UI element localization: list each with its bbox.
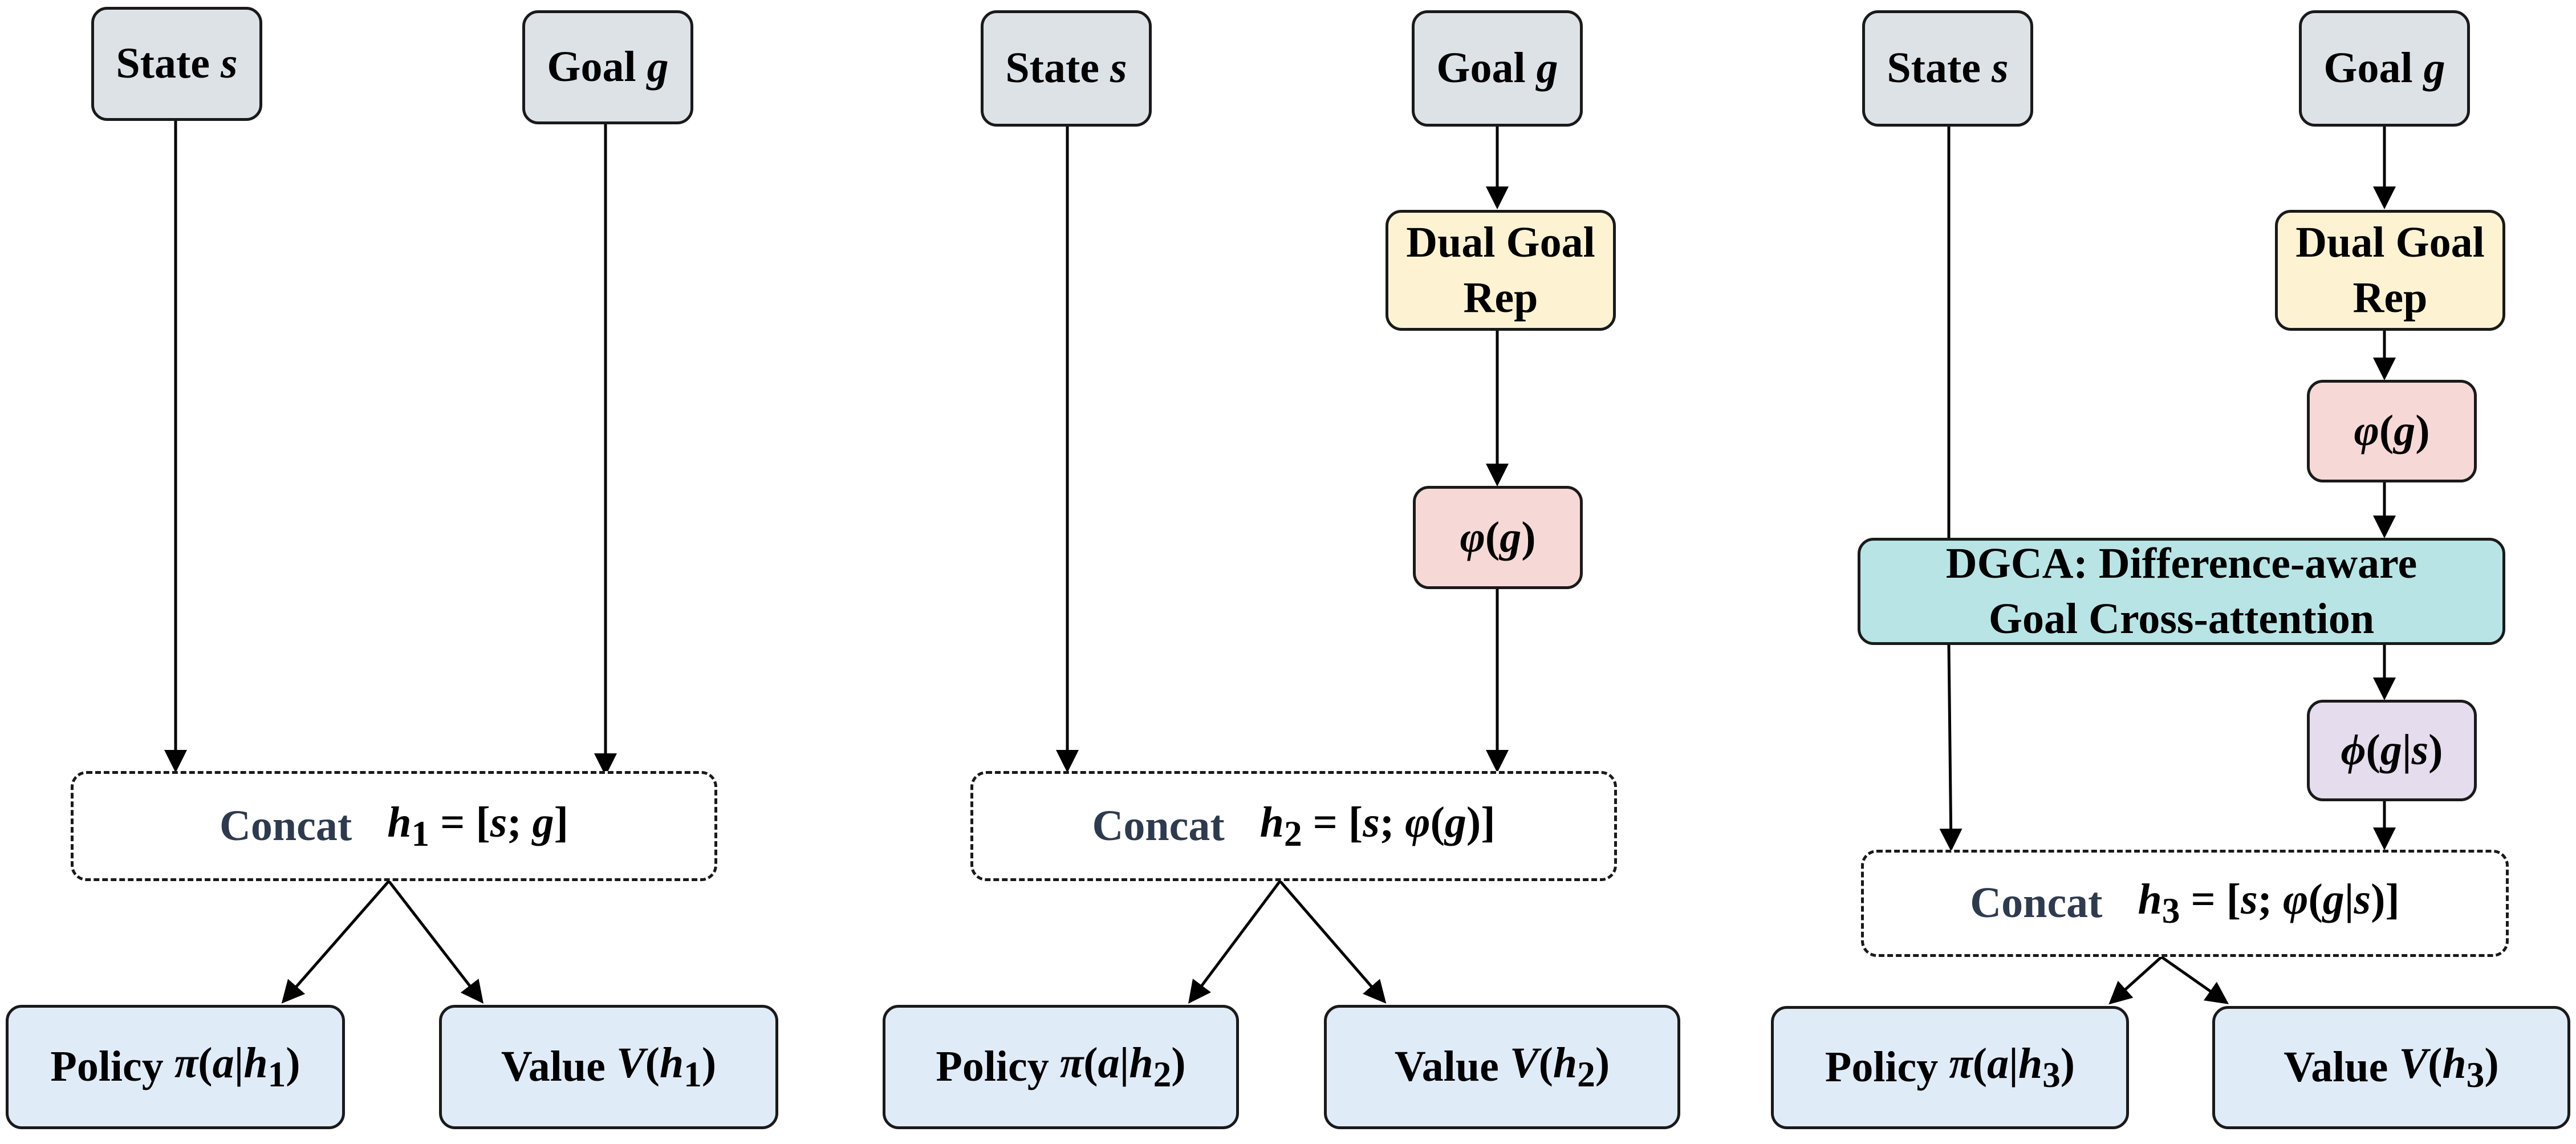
policy-formula-3: π(a|h3) bbox=[1949, 1040, 2075, 1096]
goal-node-2: Goal g bbox=[1412, 10, 1583, 127]
policy-formula-2: π(a|h2) bbox=[1059, 1039, 1186, 1095]
value-node-3: Value V(h3) bbox=[2212, 1006, 2570, 1129]
concat-node-1: Concat h1 = [s; g] bbox=[71, 771, 717, 881]
concat-node-3: Concat h3 = [s; φ(g|s)] bbox=[1861, 850, 2509, 957]
concat-formula-1: h1 = [s; g] bbox=[387, 798, 568, 854]
arrow-concat-to-policy-1 bbox=[281, 880, 390, 1004]
value-node-1: Value V(h1) bbox=[439, 1005, 778, 1129]
arrow-concat-to-policy-3 bbox=[2108, 956, 2163, 1005]
state-node-2: State s bbox=[981, 10, 1152, 127]
arrow-concat-to-policy-2 bbox=[1188, 880, 1282, 1004]
goal-node-3: Goal g bbox=[2299, 10, 2470, 127]
concat-formula-2: h2 = [s; φ(g)] bbox=[1259, 798, 1496, 854]
state-node-3: State s bbox=[1862, 10, 2033, 127]
policy-node-3: Policy π(a|h3) bbox=[1771, 1006, 2129, 1129]
state-node-1: State s bbox=[91, 7, 262, 121]
dual-goal-rep-node-3: Dual Goal Rep bbox=[2275, 210, 2505, 331]
arrow-concat-to-value-1 bbox=[388, 880, 484, 1004]
value-formula-3: V(h3) bbox=[2399, 1040, 2499, 1096]
policy-formula-1: π(a|h1) bbox=[174, 1039, 300, 1095]
arrow-dgca-to-concat-3 bbox=[1939, 644, 1963, 851]
concat-formula-3: h3 = [s; φ(g|s)] bbox=[2138, 875, 2400, 931]
dual-goal-rep-node-2: Dual Goal Rep bbox=[1385, 210, 1616, 331]
policy-node-2: Policy π(a|h2) bbox=[883, 1005, 1239, 1129]
value-formula-1: V(h1) bbox=[616, 1039, 717, 1095]
arrow-concat-to-value-2 bbox=[1279, 880, 1387, 1004]
policy-node-1: Policy π(a|h1) bbox=[6, 1005, 345, 1129]
value-node-2: Value V(h2) bbox=[1324, 1005, 1680, 1129]
value-formula-2: V(h2) bbox=[1509, 1039, 1610, 1095]
goal-node-1: Goal g bbox=[522, 10, 693, 124]
concat-node-2: Concat h2 = [s; φ(g)] bbox=[970, 771, 1617, 881]
phi-node-3: φ(g) bbox=[2307, 380, 2477, 482]
phi-node-2: φ(g) bbox=[1413, 486, 1583, 589]
conditioned-goal-node-3: ϕ(g|s) bbox=[2307, 700, 2477, 801]
arrow-concat-to-value-3 bbox=[2160, 955, 2229, 1004]
dgca-node-3: DGCA: Difference-aware Goal Cross-attent… bbox=[1858, 538, 2505, 645]
